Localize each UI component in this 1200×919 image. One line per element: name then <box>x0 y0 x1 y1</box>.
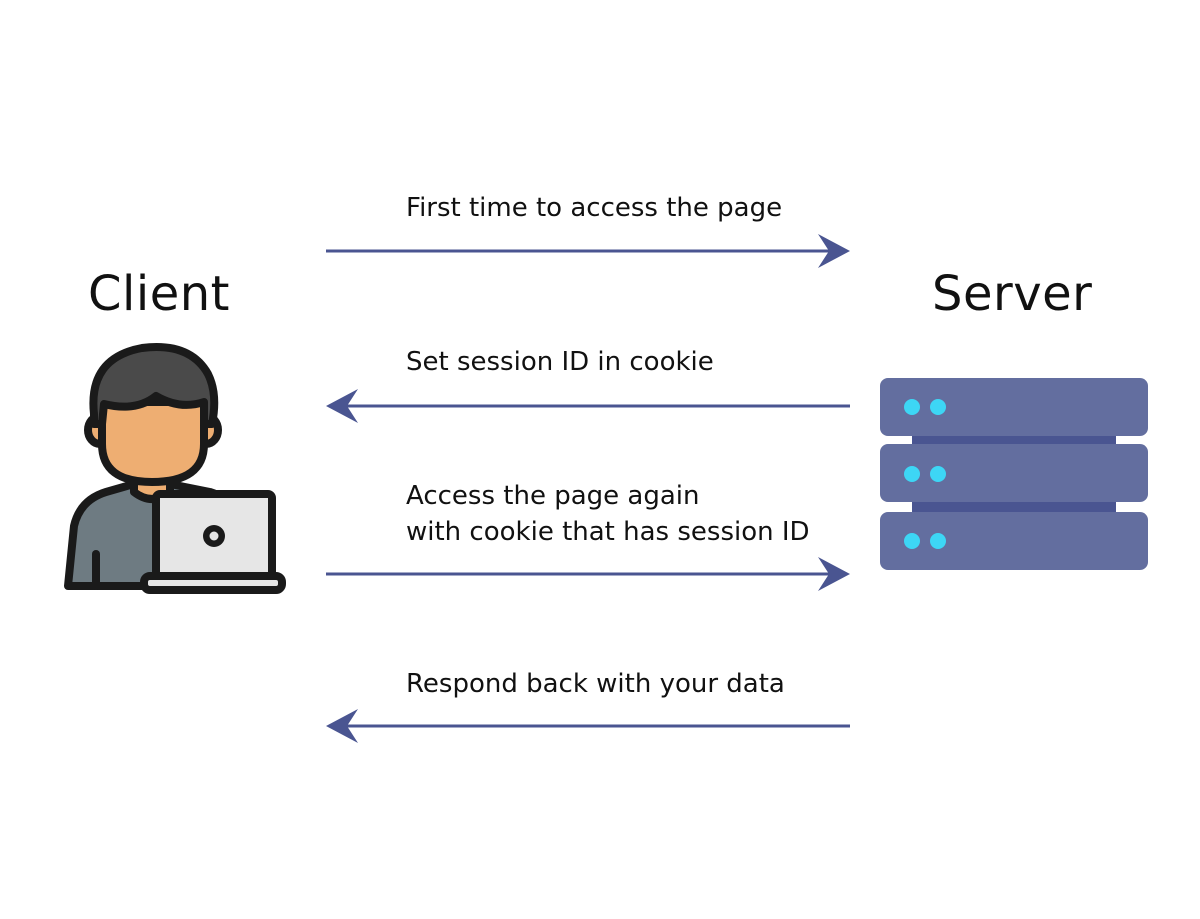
arrow-set-session <box>326 389 850 423</box>
arrow-respond-back <box>326 709 850 743</box>
message-label-access-again: Access the page again <box>406 481 700 511</box>
server-rack-icon <box>880 378 1148 570</box>
arrow-access-again <box>326 557 850 591</box>
arrow-first-access <box>326 234 850 268</box>
client-title: Client <box>88 266 230 322</box>
server-title: Server <box>932 266 1093 322</box>
message-label-respond-back: Respond back with your data <box>406 669 785 699</box>
message-label-access-again-line2: with cookie that has session ID <box>406 517 810 547</box>
user-laptop-icon <box>64 343 286 594</box>
message-label-first-access: First time to access the page <box>406 193 783 223</box>
message-label-set-session: Set session ID in cookie <box>406 347 714 377</box>
